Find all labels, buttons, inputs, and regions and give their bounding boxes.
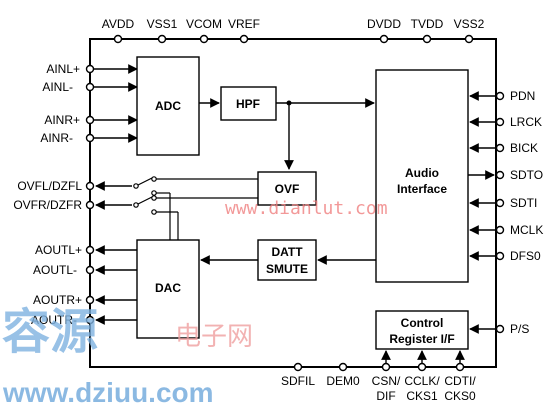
pin-label-dif: DIF — [376, 389, 395, 403]
left-pin-ainr-minus: AINR- — [40, 131, 138, 145]
pin-label-ps: P/S — [510, 322, 529, 336]
right-pin-sdti: SDTI — [469, 196, 537, 210]
pin-label-vcom: VCOM — [186, 17, 222, 31]
top-pin-tvdd: TVDD — [411, 17, 444, 44]
watermark-big-chars: 容源 — [2, 304, 98, 360]
left-pin-aoutr-minus: AOUTR- — [31, 313, 137, 327]
ovf-switches — [133, 176, 258, 240]
right-pin-sdto: SDTO — [468, 168, 543, 182]
pin-label-ainr-minus: AINR- — [40, 131, 73, 145]
left-pin-ovfl-dzfl: OVFL/DZFL — [17, 179, 132, 193]
datt-label: DATT — [271, 245, 303, 259]
pin-label-dvdd: DVDD — [367, 17, 401, 31]
pin-label-cdti: CDTI/ — [444, 374, 476, 388]
pin-label-cclk: CCLK/ — [404, 374, 440, 388]
pin-label-ainl-plus: AINL+ — [46, 62, 80, 76]
watermark: 容源 电子网 www.dziuu.com www.dianlut.com — [2, 198, 388, 406]
register-if-label: Register I/F — [389, 332, 454, 346]
top-pin-vref: VREF — [228, 17, 260, 44]
top-pin-vss2: VSS2 — [454, 17, 485, 44]
pin-label-aoutr-minus: AOUTR- — [31, 313, 77, 327]
bottom-pin-cdti-cks0: CDTI/ CKS0 — [444, 350, 476, 403]
pin-label-bick: BICK — [510, 141, 538, 155]
right-pin-lrck: LRCK — [469, 115, 542, 129]
pin-label-sdto: SDTO — [510, 168, 543, 182]
right-pin-ps: P/S — [469, 322, 529, 336]
bottom-pin-csn-dif: CSN/ DIF — [372, 350, 401, 403]
pin-label-tvdd: TVDD — [411, 17, 444, 31]
ovf-block: OVF — [257, 171, 317, 206]
watermark-cn-chars: 电子网 — [175, 322, 253, 352]
bottom-pin-dem0: DEM0 — [326, 362, 360, 388]
left-pin-aoutl-plus: AOUTL+ — [35, 243, 137, 257]
pin-label-aoutr-plus: AOUTR+ — [33, 293, 82, 307]
pin-label-sdfil: SDFIL — [281, 374, 315, 388]
right-pin-pdn: PDN — [469, 89, 535, 103]
pin-label-csn: CSN/ — [372, 374, 401, 388]
top-pin-vss1: VSS1 — [147, 17, 178, 44]
pin-label-vref: VREF — [228, 17, 260, 31]
pin-label-cks1: CKS1 — [406, 389, 438, 403]
left-pin-ainr-plus: AINR+ — [44, 113, 138, 127]
pin-label-sdti: SDTI — [510, 196, 537, 210]
control-label: Control — [401, 316, 444, 330]
left-pin-ainl-plus: AINL+ — [46, 62, 138, 76]
pin-label-pdn: PDN — [510, 89, 535, 103]
control-register-block: Control Register I/F — [375, 310, 469, 350]
left-pin-aoutr-plus: AOUTR+ — [33, 293, 137, 307]
pin-label-aoutl-minus: AOUTL- — [33, 263, 77, 277]
ovf-label: OVF — [275, 182, 300, 196]
bottom-pin-sdfil: SDFIL — [281, 362, 315, 388]
pin-label-cks0: CKS0 — [444, 389, 476, 403]
hpf-block: HPF — [220, 86, 277, 121]
bottom-pin-cclk-cks1: CCLK/ CKS1 — [404, 350, 440, 403]
right-pin-dfs0: DFS0 — [469, 249, 541, 263]
dac-label: DAC — [155, 281, 181, 295]
left-pin-ovfr-dzfr: OVFR/DZFR — [13, 198, 132, 212]
pin-label-vss1: VSS1 — [147, 17, 178, 31]
interface-label: Interface — [397, 182, 447, 196]
left-pin-ainl-minus: AINL- — [42, 80, 138, 94]
smute-label: SMUTE — [266, 262, 308, 276]
right-pin-bick: BICK — [469, 141, 538, 155]
top-pin-avdd: AVDD — [102, 17, 135, 44]
pin-label-ovfr-dzfr: OVFR/DZFR — [13, 198, 82, 212]
datt-smute-block: DATT SMUTE — [257, 239, 317, 281]
pin-label-vss2: VSS2 — [454, 17, 485, 31]
audio-label: Audio — [405, 166, 439, 180]
hpf-label: HPF — [236, 97, 260, 111]
pin-label-aoutl-plus: AOUTL+ — [35, 243, 82, 257]
top-pin-dvdd: DVDD — [367, 17, 401, 44]
top-pin-vcom: VCOM — [186, 17, 222, 44]
pin-label-mclk: MCLK — [510, 223, 543, 237]
watermark-url-center: www.dianlut.com — [225, 198, 388, 219]
adc-block: ADC — [136, 56, 200, 156]
pin-label-lrck: LRCK — [510, 115, 542, 129]
audio-interface-block: Audio Interface — [375, 69, 469, 283]
pin-label-dem0: DEM0 — [326, 374, 360, 388]
adc-label: ADC — [155, 99, 181, 113]
pin-label-ovfl-dzfl: OVFL/DZFL — [17, 179, 82, 193]
watermark-url-bottom: www.dziuu.com — [2, 377, 214, 406]
right-pin-mclk: MCLK — [469, 223, 543, 237]
pin-label-avdd: AVDD — [102, 17, 135, 31]
left-pin-aoutl-minus: AOUTL- — [33, 263, 137, 277]
dac-block: DAC — [136, 239, 200, 339]
pin-label-dfs0: DFS0 — [510, 249, 541, 263]
pin-label-ainl-minus: AINL- — [42, 80, 73, 94]
pin-label-ainr-plus: AINR+ — [44, 113, 80, 127]
